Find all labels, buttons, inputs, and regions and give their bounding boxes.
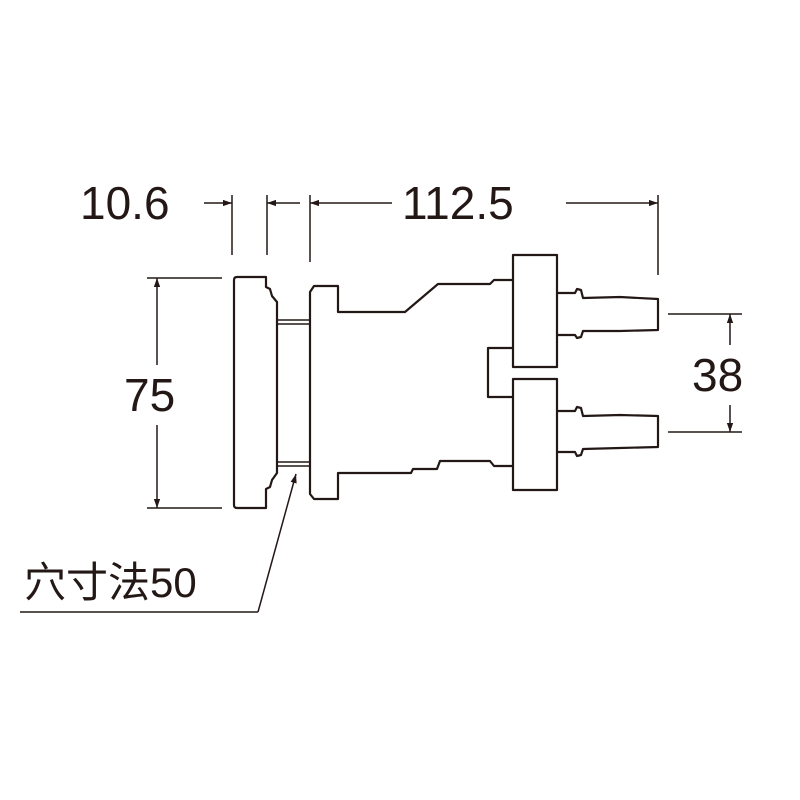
dimension-label-flange-thickness: 10.6 — [80, 177, 170, 229]
dimension-label-body-length: 112.5 — [402, 177, 514, 229]
lower-hose-nozzle — [557, 405, 660, 458]
valve-body — [308, 278, 513, 501]
flange-gap-lines — [277, 319, 310, 467]
block-connector — [486, 346, 513, 399]
dimension-lines — [20, 195, 742, 613]
lower-outlet-block — [511, 377, 559, 492]
upper-hose-nozzle — [557, 287, 660, 340]
hole-size-label: 穴寸法50 — [24, 559, 197, 606]
upper-outlet-block — [511, 253, 559, 369]
dimension-label-outlet-pitch: 38 — [692, 349, 744, 401]
dimension-label-flange-height: 75 — [124, 369, 176, 421]
wall-flange — [232, 275, 279, 510]
